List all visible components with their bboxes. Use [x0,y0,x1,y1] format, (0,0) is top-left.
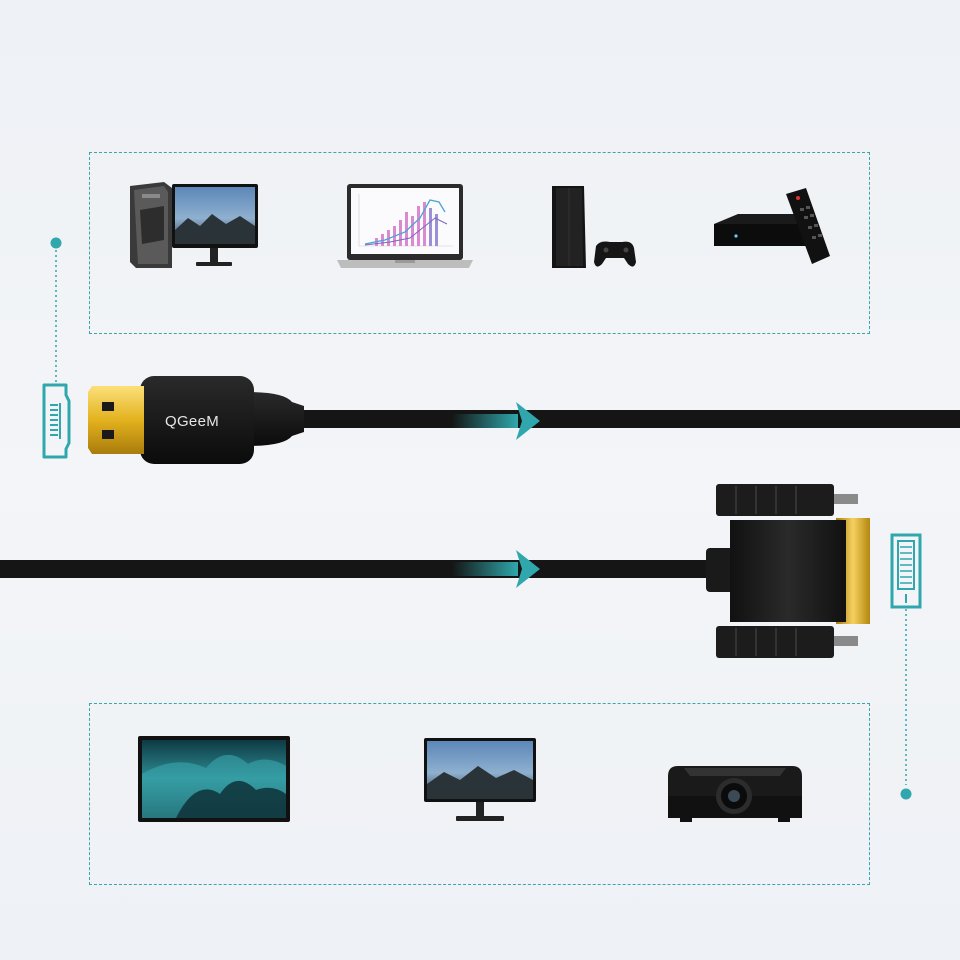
dvi-port-icon [890,533,922,609]
source-devices-frame [89,152,870,334]
projector-icon [668,766,802,822]
dvi-cable [0,484,870,658]
display-devices-frame [89,703,870,885]
monitor-icon [424,738,536,821]
laptop-icon [337,184,473,268]
signal-arrow-icon-2 [452,550,540,588]
tv-box-icon [714,188,830,264]
hdmi-leader-line [50,237,62,382]
hdmi-port-icon [42,383,71,459]
brand-logo: QGeeM [165,413,220,430]
tv-icon [138,736,290,822]
desktop-computer-icon [130,182,258,268]
signal-arrow-icon [452,402,540,440]
dvi-leader-line [900,609,912,800]
game-console-icon [552,186,636,268]
